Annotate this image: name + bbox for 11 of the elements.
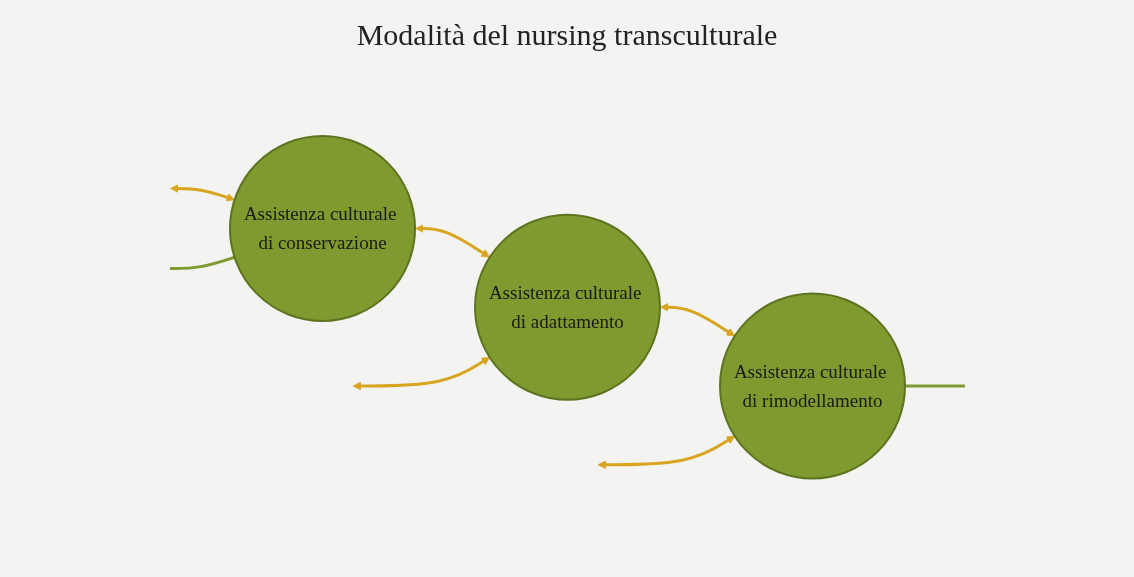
line	[904, 384, 965, 388]
circle-node: Assistenza culturale di rimodellamento	[718, 292, 906, 480]
double-arrow	[659, 303, 735, 337]
line	[169, 255, 235, 271]
double-arrow	[169, 184, 235, 202]
diagram-title: Modalità del nursing transculturale	[355, 18, 779, 52]
circle-node: Assistenza culturale di adattamento	[473, 213, 661, 401]
circle-node: Assistenza culturale di conservazione	[228, 135, 416, 323]
double-arrow	[597, 435, 735, 470]
double-arrow	[414, 224, 490, 258]
double-arrow	[352, 357, 490, 391]
